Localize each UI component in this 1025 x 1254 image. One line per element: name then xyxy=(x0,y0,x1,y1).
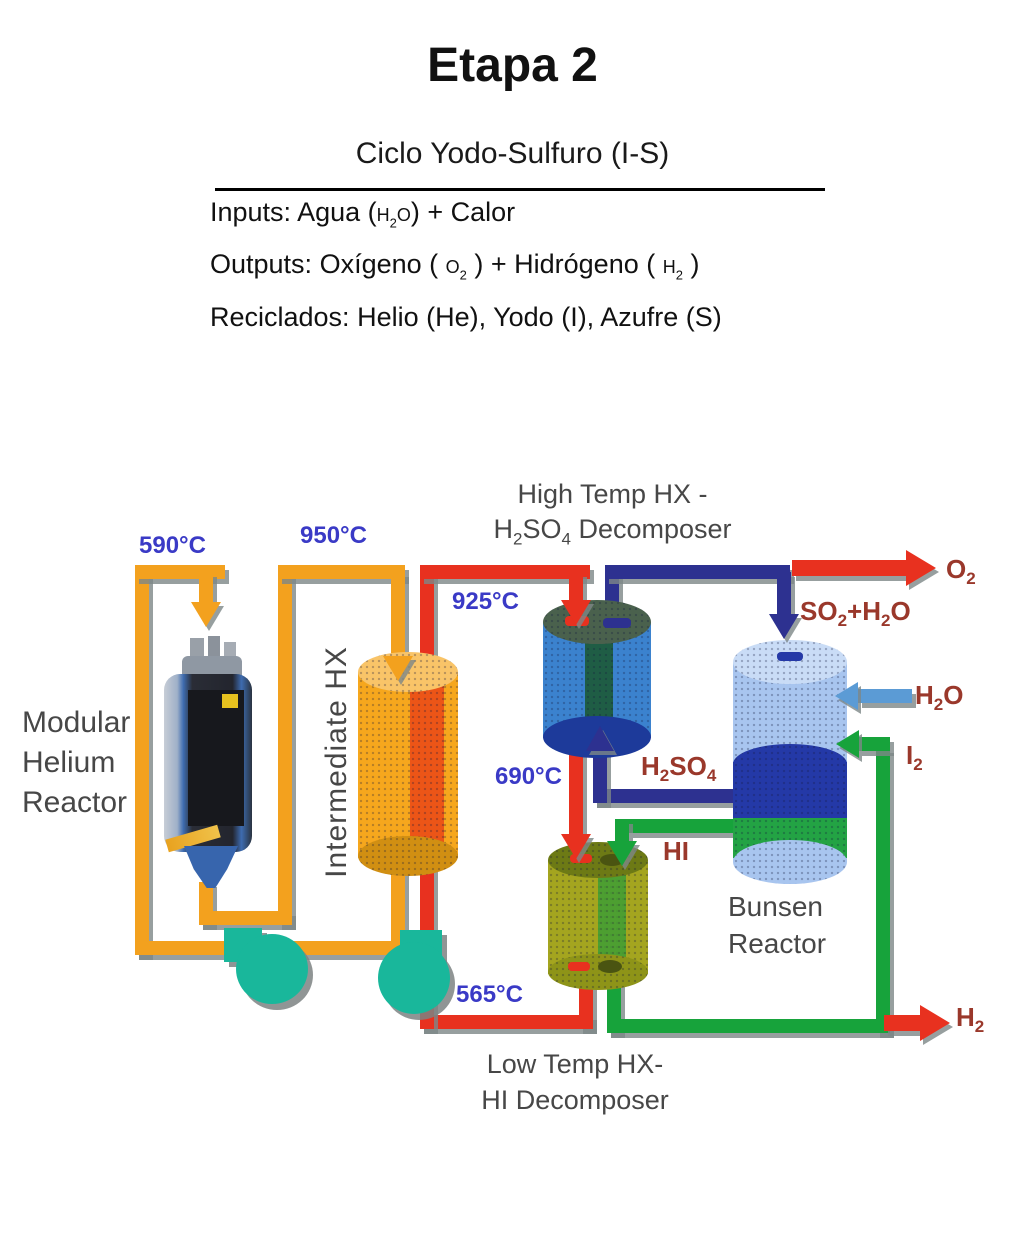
hi-feed-arrow-icon xyxy=(607,841,637,866)
h2so4-riser-pipe xyxy=(593,750,607,803)
modular-helium-reactor xyxy=(160,636,256,888)
reactor-bottom-cone xyxy=(184,846,238,888)
hi-feed-pipe xyxy=(629,819,740,833)
outputs-label: Outputs: xyxy=(210,249,320,279)
bunsen-top xyxy=(733,640,847,684)
o2-label: O2 xyxy=(946,554,976,589)
hot-loop-bottom-pipe xyxy=(199,911,292,925)
hi-label: HI xyxy=(663,836,689,866)
page-title: Etapa 2 xyxy=(427,39,598,92)
i2-bottom-pipe xyxy=(607,1019,890,1033)
h2so4-inlet-arrow-icon xyxy=(586,726,614,751)
inputs-label: Inputs: xyxy=(210,197,298,227)
primary-loop-pump xyxy=(224,926,314,1006)
h2o-label: H2O xyxy=(915,680,964,715)
secondary-loop-bottom-pipe xyxy=(420,1015,593,1029)
recycled-line: Reciclados: Helio (He), Yodo (I), Azufre… xyxy=(210,302,722,333)
high-temp-hx-inlet-pipe xyxy=(569,572,583,602)
h2so4-label: H2SO4 xyxy=(641,751,717,786)
reactor-inlet-arrow-icon xyxy=(191,602,221,627)
high-temp-hx-label: High Temp HX - H2SO4 Decomposer xyxy=(455,477,770,556)
bunsen-inlet-pipe xyxy=(777,572,791,616)
low-temp-hx-label: Low Temp HX- HI Decomposer xyxy=(445,1046,705,1118)
pump-body xyxy=(236,934,308,1004)
low-temp-hx-outlet-port xyxy=(568,962,590,971)
so2-top-pipe xyxy=(605,565,790,579)
mhr-label-line2: Helium xyxy=(22,746,116,779)
i2-label: I2 xyxy=(906,740,923,775)
recycled-label: Reciclados: xyxy=(210,302,358,332)
intermediate-hx-bottom xyxy=(358,836,458,876)
high-temp-hx-outlet-port xyxy=(603,618,631,628)
high-to-low-temp-pipe xyxy=(569,738,583,836)
inputs-value: Agua (H2O) + Calor xyxy=(297,197,516,231)
secondary-loop-top-pipe xyxy=(420,565,590,579)
o2-arrow-shaft xyxy=(792,560,908,576)
reactor-core xyxy=(188,690,244,826)
inputs-line: Inputs: Agua (H2O) + Calor xyxy=(210,197,515,230)
mhr-label-line3: Reactor xyxy=(22,786,128,819)
high-temp-hx-label-line1: High Temp HX - xyxy=(517,479,708,509)
h2o-arrow-icon xyxy=(835,682,858,710)
pump-body xyxy=(378,942,450,1014)
temp-590-label: 590°C xyxy=(139,532,206,559)
secondary-loop-pump xyxy=(378,930,468,1016)
secondary-loop-riser-pipe xyxy=(420,572,434,672)
low-temp-hx-bottom xyxy=(548,954,648,990)
low-temp-hx-bottom-port xyxy=(598,960,622,973)
bunsen-top-port xyxy=(777,652,803,661)
temp-690-label: 690°C xyxy=(495,763,562,790)
i2-riser-pipe xyxy=(876,748,890,1033)
temp-925-label: 925°C xyxy=(452,588,519,615)
primary-loop-left-pipe xyxy=(135,565,149,955)
hi-feed-down-pipe xyxy=(615,819,629,843)
bunsen-reactor-label: Bunsen Reactor xyxy=(728,888,826,962)
h2-arrow-shaft xyxy=(884,1015,922,1031)
bunsen-acid-layer xyxy=(733,762,847,824)
o2-arrow-icon xyxy=(906,550,936,586)
temp-565-label: 565°C xyxy=(456,981,523,1008)
i2-return-arrow-icon xyxy=(836,730,859,758)
recycled-value: Helio (He), Yodo (I), Azufre (S) xyxy=(357,302,722,332)
intermediate-hx-hot-channel xyxy=(410,684,444,864)
low-temp-hx-label-line1: Low Temp HX- xyxy=(486,1049,664,1079)
hot-loop-left-pipe xyxy=(278,565,292,925)
reactor-yellow-detail xyxy=(222,694,238,708)
h2so4-pipe xyxy=(593,789,740,803)
high-temp-hx-inlet-arrow-icon xyxy=(561,600,591,625)
bunsen-inlet-arrow-icon xyxy=(769,614,799,639)
intermediate-hx-inlet-pipe xyxy=(391,572,405,660)
low-temp-hx-label-line2: HI Decomposer xyxy=(481,1085,669,1115)
page-subtitle: Ciclo Yodo-Sulfuro (I-S) xyxy=(355,137,670,170)
high-temp-hx-top xyxy=(543,600,651,644)
hot-loop-top-pipe xyxy=(278,565,405,579)
i2-return-shaft xyxy=(858,737,890,751)
bunsen-reactor-vessel xyxy=(733,640,847,884)
modular-helium-reactor-label: Modular Helium Reactor xyxy=(22,703,130,823)
bunsen-label-line2: Reactor xyxy=(728,928,827,959)
intermediate-hx-label: Intermediate HX xyxy=(320,646,353,878)
reactor-inlet-pipe xyxy=(199,572,213,604)
temp-950-label: 950°C xyxy=(300,522,367,549)
h2-label: H2 xyxy=(956,1002,985,1037)
mhr-label-line1: Modular xyxy=(22,706,131,739)
subtitle-underline xyxy=(215,188,825,191)
h2o-arrow-shaft xyxy=(858,689,912,703)
outputs-line: Outputs: Oxígeno ( O2 ) + Hidrógeno ( H2… xyxy=(210,249,699,282)
bunsen-label-line1: Bunsen xyxy=(728,891,823,922)
bunsen-bottom xyxy=(733,840,847,884)
so2-h2o-label: SO2+H2O xyxy=(800,596,911,631)
high-temp-hx-label-line2: H2SO4 Decomposer xyxy=(493,514,732,549)
h2-arrow-icon xyxy=(920,1005,950,1041)
outputs-value: Oxígeno ( O2 ) + Hidrógeno ( H2 ) xyxy=(319,249,700,283)
low-temp-hx-inlet-arrow-icon xyxy=(561,834,591,859)
intermediate-hx-inlet-arrow-icon xyxy=(383,656,413,681)
intermediate-hx-vessel xyxy=(358,652,458,876)
